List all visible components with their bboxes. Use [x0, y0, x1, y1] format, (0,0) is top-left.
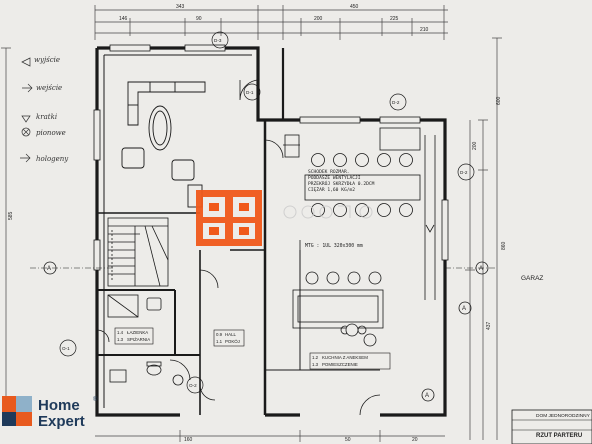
legend-arrow-icon-1: [22, 83, 33, 93]
svg-text:O-1: O-1: [62, 346, 70, 351]
room-tag-kitchen: 1.2 KUCHNIA Z ANEKSEM 1.3 POMIESZCZENIE: [309, 352, 391, 370]
svg-text:1.4: 1.4: [117, 330, 124, 335]
svg-text:HALL: HALL: [225, 332, 237, 337]
legend-label-3: pionowe: [36, 129, 66, 137]
staircase: [107, 217, 169, 287]
svg-text:0.9: 0.9: [216, 332, 223, 337]
section-marker-bottom: A: [421, 388, 435, 402]
dining-table: [304, 174, 421, 201]
kitchen-note-line-2: PRZEKRÓJ SKRZYDŁA 0.2DCM: [308, 180, 375, 187]
legend-label-0: wyjście: [34, 56, 60, 64]
interior-walls: [97, 120, 447, 415]
dim-right-0: 600: [496, 96, 502, 105]
svg-text:1.2: 1.2: [312, 355, 319, 360]
door-mark-o2: O-2: [186, 376, 204, 394]
dimension-lines-left: [1, 47, 11, 400]
project-name: DOM JEDNORODZINNY: [536, 413, 591, 419]
legend-arrow-icon-0: [21, 57, 31, 67]
svg-text:POMIESZCZENIE: POMIESZCZENIE: [322, 362, 358, 367]
title-block: DOM JEDNORODZINNY RZUT PARTERU: [511, 409, 592, 444]
room-tag-hall: 0.9 HALL 1.1 POKÓJ: [213, 329, 245, 347]
legend-label-4: hologeny: [36, 155, 69, 163]
legend-label-1: wejście: [36, 84, 62, 92]
watermark-logo: [196, 190, 262, 246]
svg-text:ŁAZIENKA: ŁAZIENKA: [127, 330, 148, 335]
bathroom-fixtures: [107, 294, 184, 386]
svg-text:D-2: D-2: [460, 170, 468, 175]
svg-text:A: A: [479, 266, 483, 272]
room-tag-bathroom: 1.4 ŁAZIENKA 1.3 SPIŻARNIA: [114, 327, 154, 345]
brand-name-line2: Expert: [38, 413, 85, 430]
svg-text:D-1: D-1: [246, 90, 254, 95]
svg-text:1.3: 1.3: [312, 362, 319, 367]
dim-right-2: 437: [486, 321, 492, 330]
legend-circle-icon: [21, 127, 31, 137]
svg-text:SPIŻARNIA: SPIŻARNIA: [127, 337, 150, 342]
dim-top-0: 343: [176, 4, 185, 10]
svg-text:1.1: 1.1: [216, 339, 223, 344]
mtg-note: MTG : 1UL 320x300 mm: [305, 243, 363, 249]
svg-text:D-2: D-2: [392, 100, 400, 105]
kitchen-note-line-0: SCHODEK ROZMAR.: [308, 169, 350, 175]
dining-stools: [305, 153, 413, 347]
door-mark-d3: D-3: [211, 31, 229, 49]
door-mark-d2-a: D-2: [389, 93, 407, 111]
dim-left: 585: [8, 211, 14, 220]
svg-text:A: A: [462, 306, 466, 312]
dimension-texts-top: 343 146 90 200 225 450 210: [119, 4, 429, 33]
dim-top-4: 225: [390, 16, 399, 22]
svg-text:A: A: [425, 393, 429, 399]
dim-top-6: 210: [420, 27, 429, 33]
svg-text:1.3: 1.3: [117, 337, 124, 342]
kitchen-note: SCHODEK ROZMAR. PODDASZE WENTYLACJI PRZE…: [308, 169, 375, 193]
brand-name-line1: Home: [38, 397, 80, 414]
room-tags: 1.4 ŁAZIENKA 1.3 SPIŻARNIA 0.9 HALL 1.1 …: [114, 327, 391, 370]
kitchen-note-line-1: PODDASZE WENTYLACJI: [308, 175, 361, 181]
brand-logo-icon: [2, 396, 32, 426]
dimension-lines-bottom: [95, 430, 445, 442]
section-marker-mid-right: A: [458, 301, 472, 315]
door-mark-o1: O-1: [59, 339, 77, 357]
dim-bottom-2: 20: [412, 437, 418, 443]
dimension-lines-top: [94, 5, 448, 40]
kitchen-island: [284, 127, 421, 335]
svg-text:A: A: [47, 266, 51, 272]
dim-top-3: 200: [314, 16, 323, 22]
door-mark-d2-b: D-2: [457, 163, 475, 181]
windows: [93, 44, 449, 271]
dimension-texts-right: 600 860 437 200: [472, 96, 507, 330]
dim-right-3: 200: [472, 141, 478, 150]
dimension-texts-bottom: 160 50 20: [184, 437, 418, 443]
legend: wyjście wejście kratki pionowe hologeny: [20, 56, 69, 163]
brand-name: Home Expert: [38, 398, 85, 430]
legend-arrow-icon-2: [20, 153, 31, 163]
legend-triangle-icon: [21, 115, 31, 123]
legend-label-2: kratki: [36, 113, 57, 121]
door-marks: D-3 D-1 D-2 D-2 O-1 O-2: [59, 31, 475, 394]
door-mark-d1: D-1: [243, 83, 261, 101]
kitchen-note-line-3: CIĘŻAR 1,60 KG/m2: [308, 186, 355, 193]
dim-right-1: 860: [501, 241, 507, 250]
dim-top-1: 146: [119, 16, 128, 22]
svg-text:D-3: D-3: [214, 38, 222, 43]
door-swings: [96, 79, 381, 416]
dim-top-2: 90: [196, 16, 202, 22]
kitchen-counter: [424, 135, 436, 300]
dim-bottom-0: 160: [184, 437, 193, 443]
dim-top-5: 450: [350, 4, 359, 10]
plan-title: RZUT PARTERU: [536, 433, 582, 439]
garage-label: GARAZ: [521, 275, 543, 282]
svg-text:O-2: O-2: [189, 383, 197, 388]
svg-text:KUCHNIA Z ANEKSEM: KUCHNIA Z ANEKSEM: [322, 355, 368, 360]
dim-bottom-1: 50: [345, 437, 351, 443]
svg-text:POKÓJ: POKÓJ: [225, 339, 240, 344]
watermark-text-ghost: [283, 205, 373, 219]
brand-registered: ®: [93, 397, 98, 403]
dimension-lines-right: [465, 37, 502, 440]
